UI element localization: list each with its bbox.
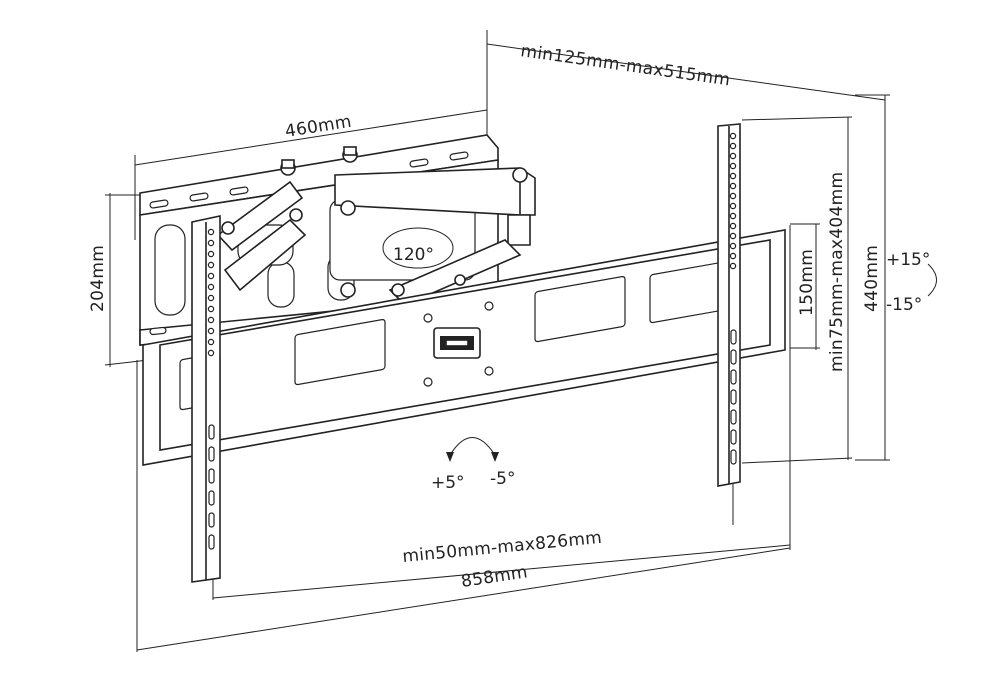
bracket-hole [729,182,737,190]
bracket-holes [207,132,737,550]
bracket-hole [207,349,215,357]
level-minus-label: -5° [490,469,515,489]
bracket-slot [208,446,215,462]
bracket-hole [207,338,215,346]
bracket-hole [207,305,215,313]
tilt-up-label: +15° [886,250,930,270]
bracket-slot [730,449,737,465]
bracket-hole [729,132,737,140]
bracket-hole [207,316,215,324]
bracket-hole [729,192,737,200]
bracket-slot [208,490,215,506]
total-height-label: 440mm [862,245,882,312]
bracket-slot [208,512,215,528]
bracket-hole [729,152,737,160]
bracket-slot [208,534,215,550]
bracket-hole [729,212,737,220]
bracket-hole [207,272,215,280]
bracket-hole [729,262,737,270]
swivel-angle-label: 120° [393,245,434,265]
bracket-slot [208,468,215,484]
bracket-hole [207,294,215,302]
bracket-hole [729,222,737,230]
bracket-hole [207,261,215,269]
bracket-hole [729,162,737,170]
level-indicator: +5° -5° [431,437,515,493]
bracket-slot [208,424,215,440]
bracket-slot [730,369,737,385]
bracket-slot [730,389,737,405]
bracket-hole [729,252,737,260]
level-plus-label: +5° [431,473,465,493]
horizontal-spacing-label: min50mm-max826mm [402,528,603,567]
bracket-slot [730,429,737,445]
wall-plate-width-label: 460mm [284,112,353,142]
bracket-slot [730,349,737,365]
tilt-down-label: -15° [886,295,922,315]
dimension-lines [104,30,890,652]
bracket-hole [729,232,737,240]
tilt-indicator: +15° -15° [886,250,937,315]
bracket-hole [729,202,737,210]
bracket-hole [729,172,737,180]
swivel-indicator: 120° [382,227,454,269]
total-width-label: 858mm [460,562,529,592]
left-vertical-bracket [191,215,221,583]
bracket-hole [729,242,737,250]
bracket-hole [729,142,737,150]
bracket-hole [207,327,215,335]
bracket-hole [207,239,215,247]
tv-arm-height-label: 150mm [797,249,817,316]
bracket-slot [730,409,737,425]
bracket-hole [207,250,215,258]
articulating-arms [216,146,536,306]
bracket-slot [730,329,737,345]
arm-extension-label: min125mm-max515mm [519,41,731,90]
bracket-hole [207,228,215,236]
right-vertical-bracket [717,123,741,487]
vertical-spacing-label: min75mm-max404mm [827,172,847,372]
wall-plate-height-label: 204mm [88,245,108,312]
bracket-hole [207,283,215,291]
